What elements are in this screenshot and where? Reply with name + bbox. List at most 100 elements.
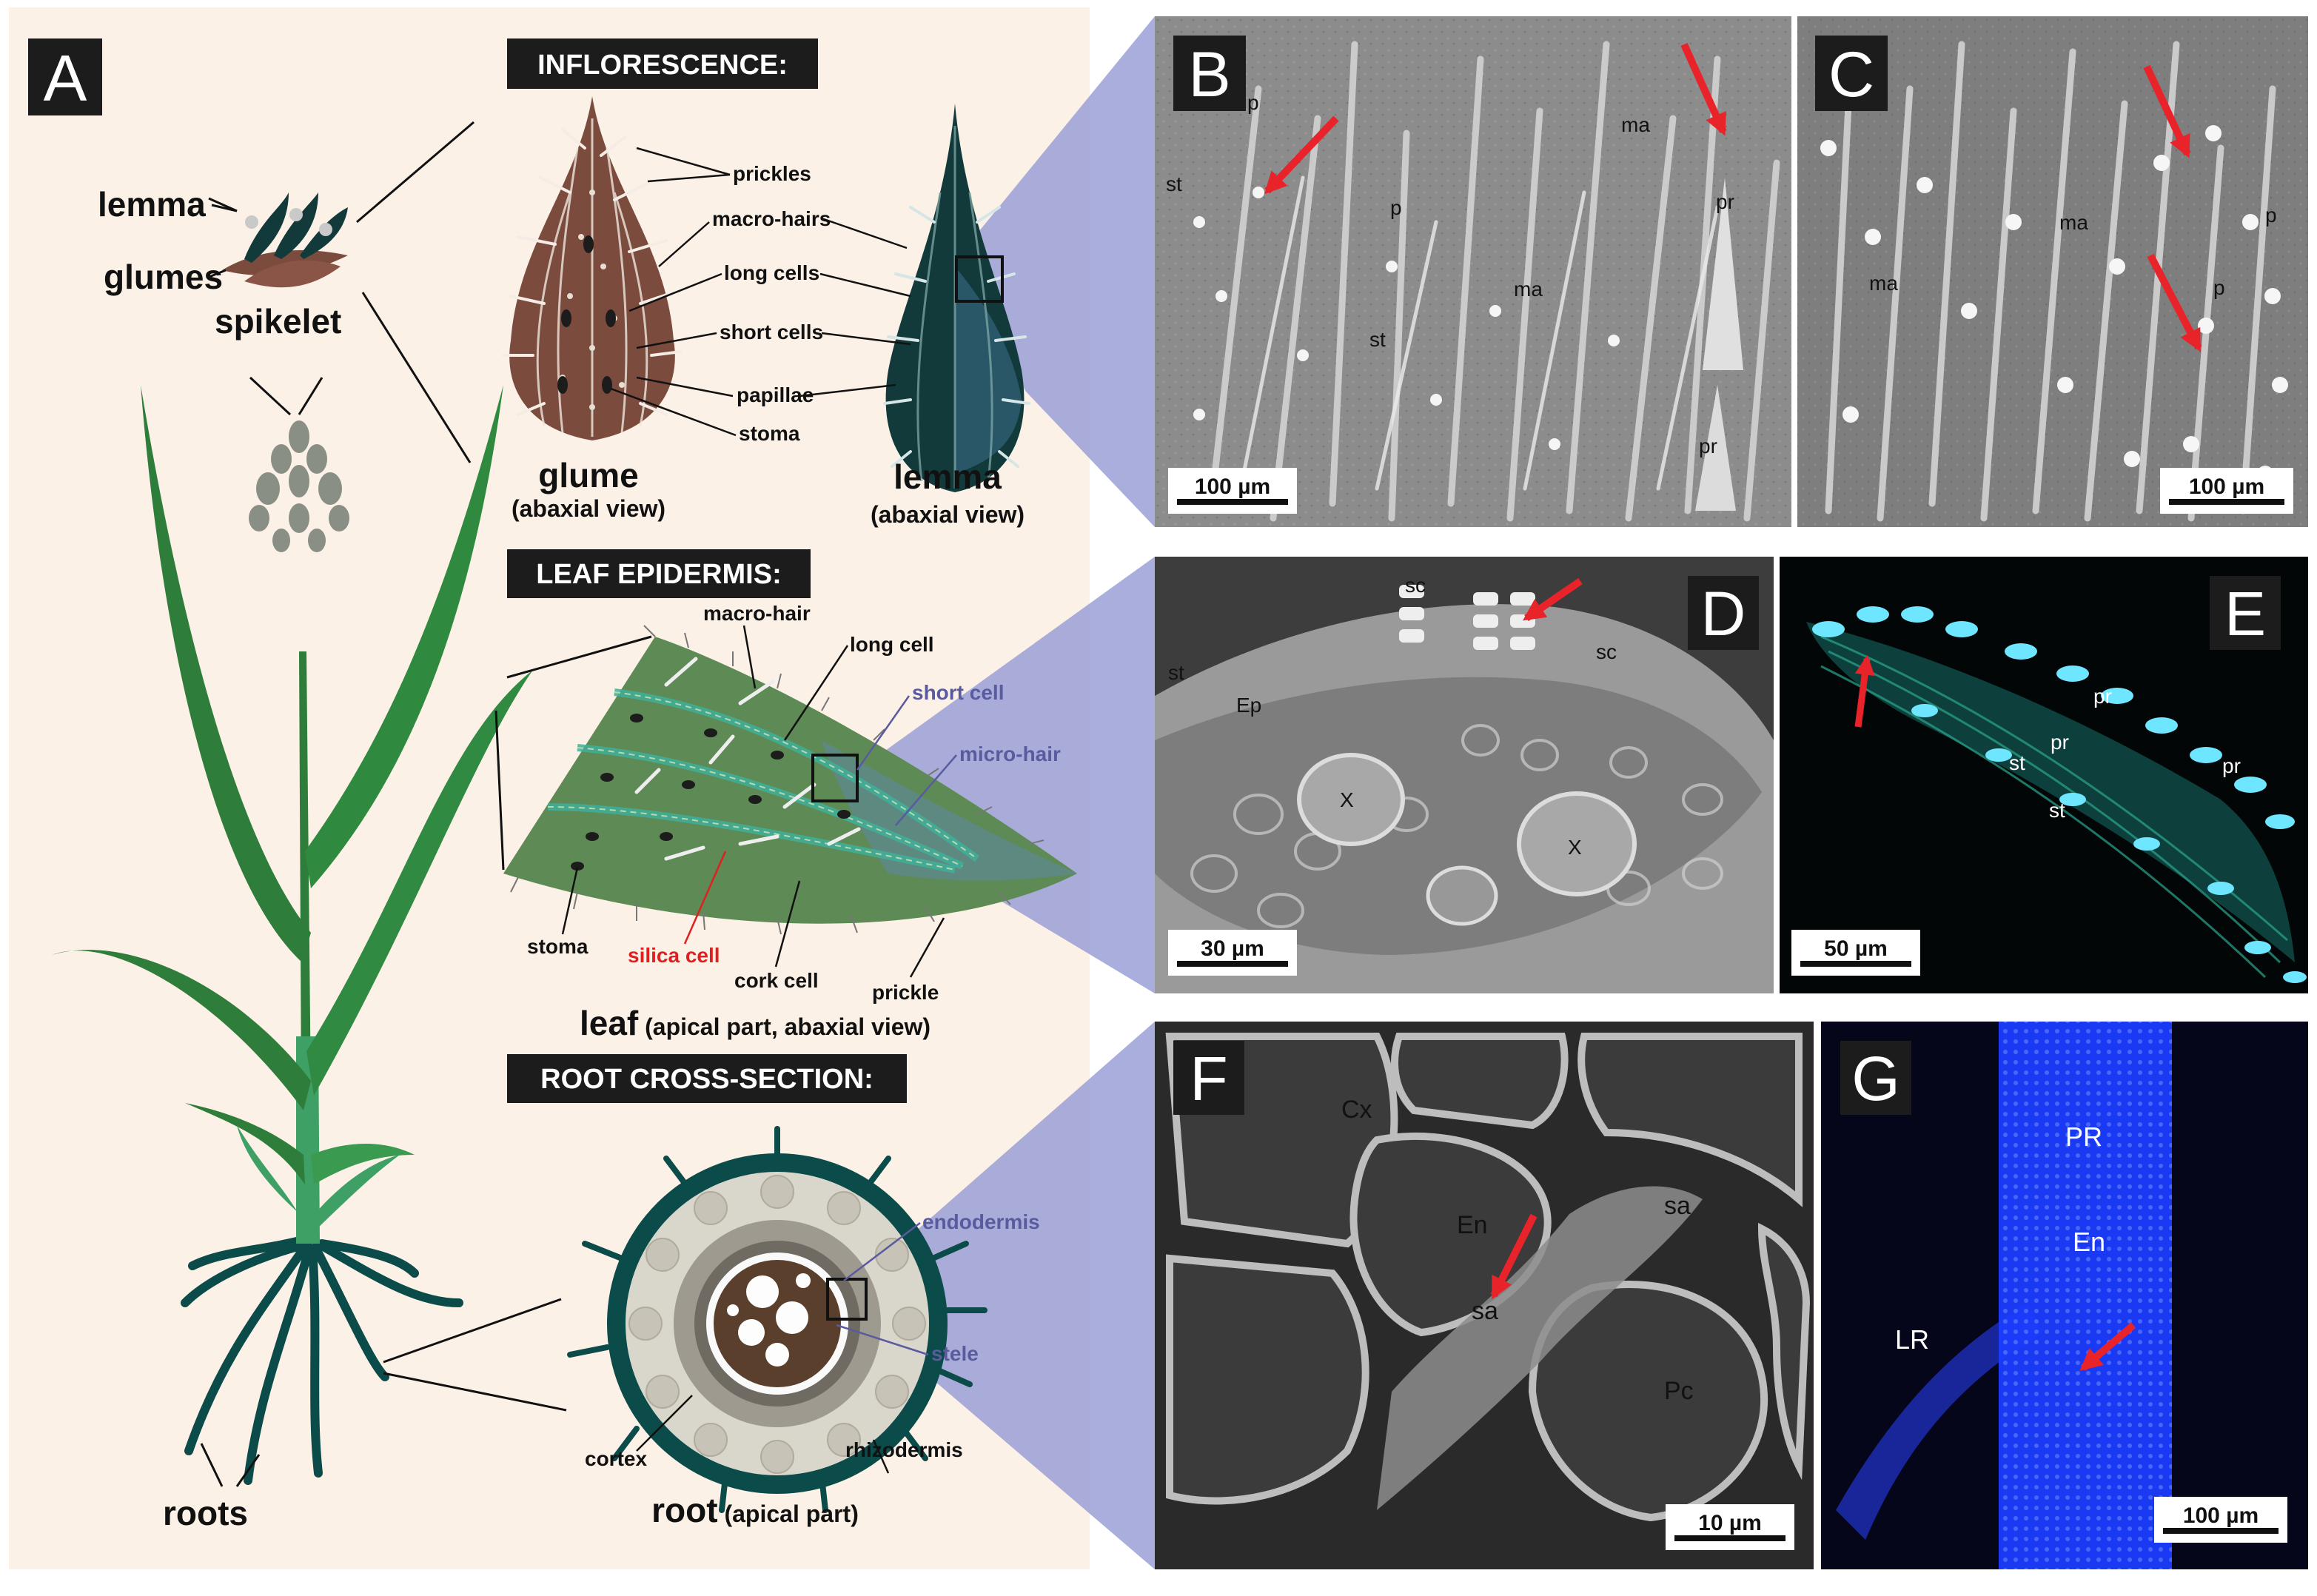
micrograph-e-scale-label: 50 µm	[1824, 936, 1888, 961]
label-prickle: prickle	[872, 981, 939, 1004]
label-silica-cell: silica cell	[628, 944, 720, 967]
label-stele: stele	[931, 1342, 979, 1365]
micrograph-e-letter: E	[2224, 579, 2266, 648]
label-macro-hair: macro-hair	[703, 602, 811, 625]
micrograph-f	[1155, 1022, 1814, 1569]
micrograph-g-letter: G	[1851, 1044, 1899, 1113]
label-stoma: stoma	[739, 422, 800, 445]
e-label-st-1: st	[2009, 751, 2025, 774]
micrograph-b	[1155, 16, 1791, 527]
b-label-st-1: st	[1166, 172, 1182, 195]
c-label-ma-2: ma	[1869, 272, 1898, 295]
e-label-st-2: st	[2049, 799, 2065, 822]
label-endodermis: endodermis	[922, 1210, 1040, 1233]
root-title-rest: (apical part)	[718, 1501, 859, 1527]
micrograph-d-letter: D	[1701, 579, 1746, 648]
projection-wedge-root	[855, 1022, 1155, 1569]
micrograph-c-scale-bar	[2169, 499, 2284, 505]
d-label-x-2: X	[1568, 836, 1582, 859]
c-label-p-1: p	[2265, 204, 2277, 227]
inflorescence-header: INFLORESCENCE:	[537, 50, 788, 81]
root-header: ROOT CROSS-SECTION:	[540, 1064, 874, 1095]
inflorescence-labels: prickles macro-hairs long cells short ce…	[712, 162, 831, 445]
micrograph-c-scale-label: 100 µm	[2189, 475, 2264, 499]
micrograph-g-scale-label: 100 µm	[2183, 1503, 2259, 1528]
c-label-ma-1: ma	[2059, 211, 2088, 234]
lemma-title: lemma	[893, 457, 1002, 496]
leaf-title-rest: (apical part, abaxial view)	[638, 1013, 931, 1040]
b-label-ma-2: ma	[1514, 278, 1543, 301]
root-cross-section-drawing	[567, 1126, 988, 1513]
d-label-st: st	[1168, 661, 1184, 684]
projection-wedge-leaf	[833, 557, 1155, 993]
micrograph-g	[1821, 1022, 2308, 1569]
root-title: root (apical part)	[651, 1491, 859, 1529]
micrograph-g-letter-box	[1840, 1041, 1911, 1115]
micrograph-d-letter-box	[1688, 576, 1759, 650]
d-label-x-1: X	[1340, 788, 1354, 811]
g-label-pr: PR	[2065, 1121, 2102, 1152]
b-label-p-1: p	[1247, 91, 1259, 114]
panel-a-letter-box	[28, 38, 102, 115]
inflorescence-header-box	[507, 38, 818, 89]
label-lemma: lemma	[98, 185, 206, 224]
micrograph-c-scale-box	[2160, 468, 2293, 514]
leaf-title-bold: leaf	[580, 1004, 639, 1042]
micrograph-b-scale-label: 100 µm	[1195, 475, 1270, 499]
micrograph-e-scale-box	[1791, 930, 1920, 976]
label-long-cell: long cell	[850, 633, 934, 656]
glume-title: glume	[538, 456, 638, 494]
label-roots: roots	[163, 1494, 248, 1532]
micrograph-d-scale-label: 30 µm	[1201, 936, 1264, 961]
label-long-cells: long cells	[724, 261, 819, 284]
f-label-sa-2: sa	[1472, 1297, 1498, 1325]
glume-drawing	[502, 96, 683, 440]
micrograph-c-letter-box	[1815, 36, 1888, 111]
b-label-pr-1: pr	[1716, 190, 1734, 213]
label-rhizodermis: rhizodermis	[845, 1438, 963, 1461]
label-short-cell: short cell	[912, 681, 1004, 704]
e-label-pr-2: pr	[2051, 731, 2069, 754]
g-label-en: En	[2073, 1227, 2105, 1257]
micrograph-d-scale-bar	[1177, 961, 1288, 967]
label-prickles: prickles	[733, 162, 811, 185]
b-label-pr-2: pr	[1699, 435, 1717, 457]
micrograph-f-scale-label: 10 µm	[1698, 1511, 1762, 1535]
root-title-bold: root	[651, 1491, 717, 1529]
g-label-lr: LR	[1895, 1324, 1929, 1355]
f-label-pc: Pc	[1664, 1377, 1694, 1405]
micrograph-d	[1155, 557, 1774, 993]
leaf-header: LEAF EPIDERMIS:	[536, 559, 781, 590]
micrograph-b-scale-bar	[1177, 499, 1288, 505]
lemma-drawing	[883, 104, 1030, 492]
root-header-box	[507, 1054, 907, 1103]
f-label-cx: Cx	[1341, 1096, 1372, 1124]
glume-subtitle: (abaxial view)	[512, 495, 665, 522]
leaf-drawing	[503, 625, 1077, 935]
d-label-sc-2: sc	[1596, 640, 1617, 663]
e-label-pr-1: pr	[2093, 685, 2112, 708]
e-label-pr-3: pr	[2222, 754, 2241, 777]
f-label-en: En	[1457, 1211, 1488, 1239]
leaf-title: leaf (apical part, abaxial view)	[580, 1004, 931, 1042]
plant-illustration	[52, 121, 652, 1487]
d-label-ep: Ep	[1236, 694, 1261, 717]
leaf-header-box	[507, 549, 811, 598]
b-label-st-2: st	[1369, 328, 1386, 351]
d-label-sc-1: sc	[1405, 574, 1426, 597]
micrograph-b-letter: B	[1188, 39, 1230, 110]
label-spikelet: spikelet	[215, 302, 341, 341]
micrograph-f-letter: F	[1190, 1044, 1227, 1113]
micrograph-g-scale-bar	[2163, 1528, 2279, 1534]
micrograph-f-letter-box	[1173, 1041, 1244, 1115]
label-macro-hairs: macro-hairs	[712, 207, 831, 230]
micrograph-c-letter: C	[1828, 39, 1874, 110]
root-labels: endodermis stele cortex rhizodermis	[585, 1210, 1040, 1470]
label-short-cells: short cells	[720, 321, 823, 343]
label-cork-cell: cork cell	[734, 969, 819, 992]
label-micro-hair: micro-hair	[959, 742, 1061, 765]
micrograph-g-scale-box	[2154, 1497, 2287, 1543]
micrograph-b-letter-box	[1173, 36, 1246, 111]
panel-a-letter: A	[44, 41, 87, 115]
